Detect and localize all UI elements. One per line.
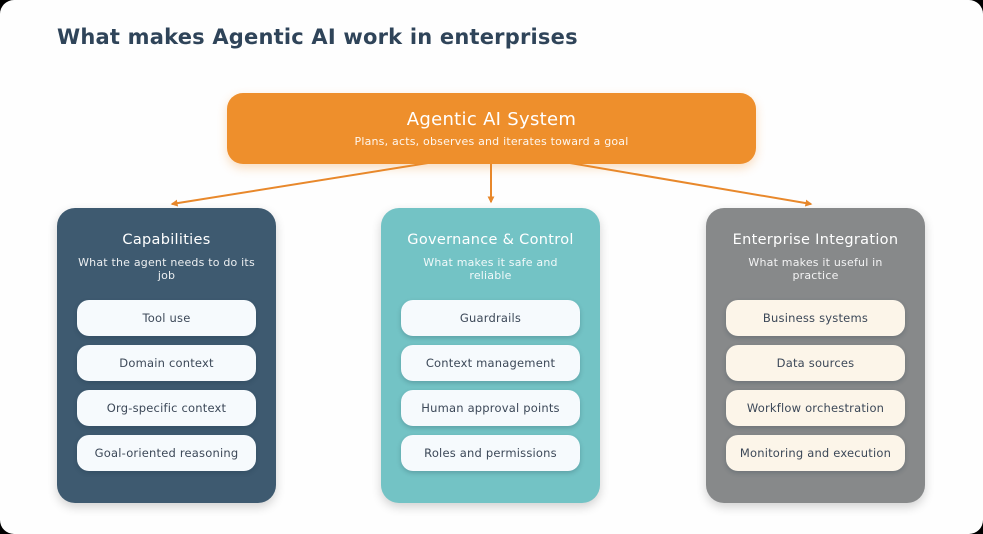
column-title: Enterprise Integration [732, 232, 899, 248]
column-enterprise-integration: Enterprise Integration What makes it use… [706, 208, 925, 503]
list-item: Roles and permissions [401, 435, 580, 471]
column-capabilities: Capabilities What the agent needs to do … [57, 208, 276, 503]
list-item: Business systems [726, 300, 905, 336]
list-item: Tool use [77, 300, 256, 336]
list-item: Org-specific context [77, 390, 256, 426]
column-subtitle: What the agent needs to do its job [78, 256, 255, 282]
list-item: Domain context [77, 345, 256, 381]
column-item-list: Tool use Domain context Org-specific con… [77, 300, 256, 471]
list-item: Guardrails [401, 300, 580, 336]
column-governance-control: Governance & Control What makes it safe … [381, 208, 600, 503]
root-node-subtitle: Plans, acts, observes and iterates towar… [354, 135, 629, 148]
column-item-list: Guardrails Context management Human appr… [401, 300, 580, 471]
list-item: Monitoring and execution [726, 435, 905, 471]
list-item: Context management [401, 345, 580, 381]
root-node-title: Agentic AI System [406, 109, 577, 130]
column-subtitle: What makes it useful in practice [748, 256, 883, 282]
connector-to-enterprise [569, 162, 813, 207]
page-title: What makes Agentic AI work in enterprise… [57, 25, 578, 49]
list-item: Goal-oriented reasoning [77, 435, 256, 471]
list-item: Human approval points [401, 390, 580, 426]
column-subtitle: What makes it safe and reliable [423, 256, 558, 282]
root-node-agentic-ai-system: Agentic AI System Plans, acts, observes … [227, 93, 756, 164]
list-item: Data sources [726, 345, 905, 381]
list-item: Workflow orchestration [726, 390, 905, 426]
column-title: Capabilities [122, 232, 211, 248]
column-item-list: Business systems Data sources Workflow o… [726, 300, 905, 471]
connector-to-capabilities [170, 162, 429, 207]
column-title: Governance & Control [407, 232, 574, 248]
